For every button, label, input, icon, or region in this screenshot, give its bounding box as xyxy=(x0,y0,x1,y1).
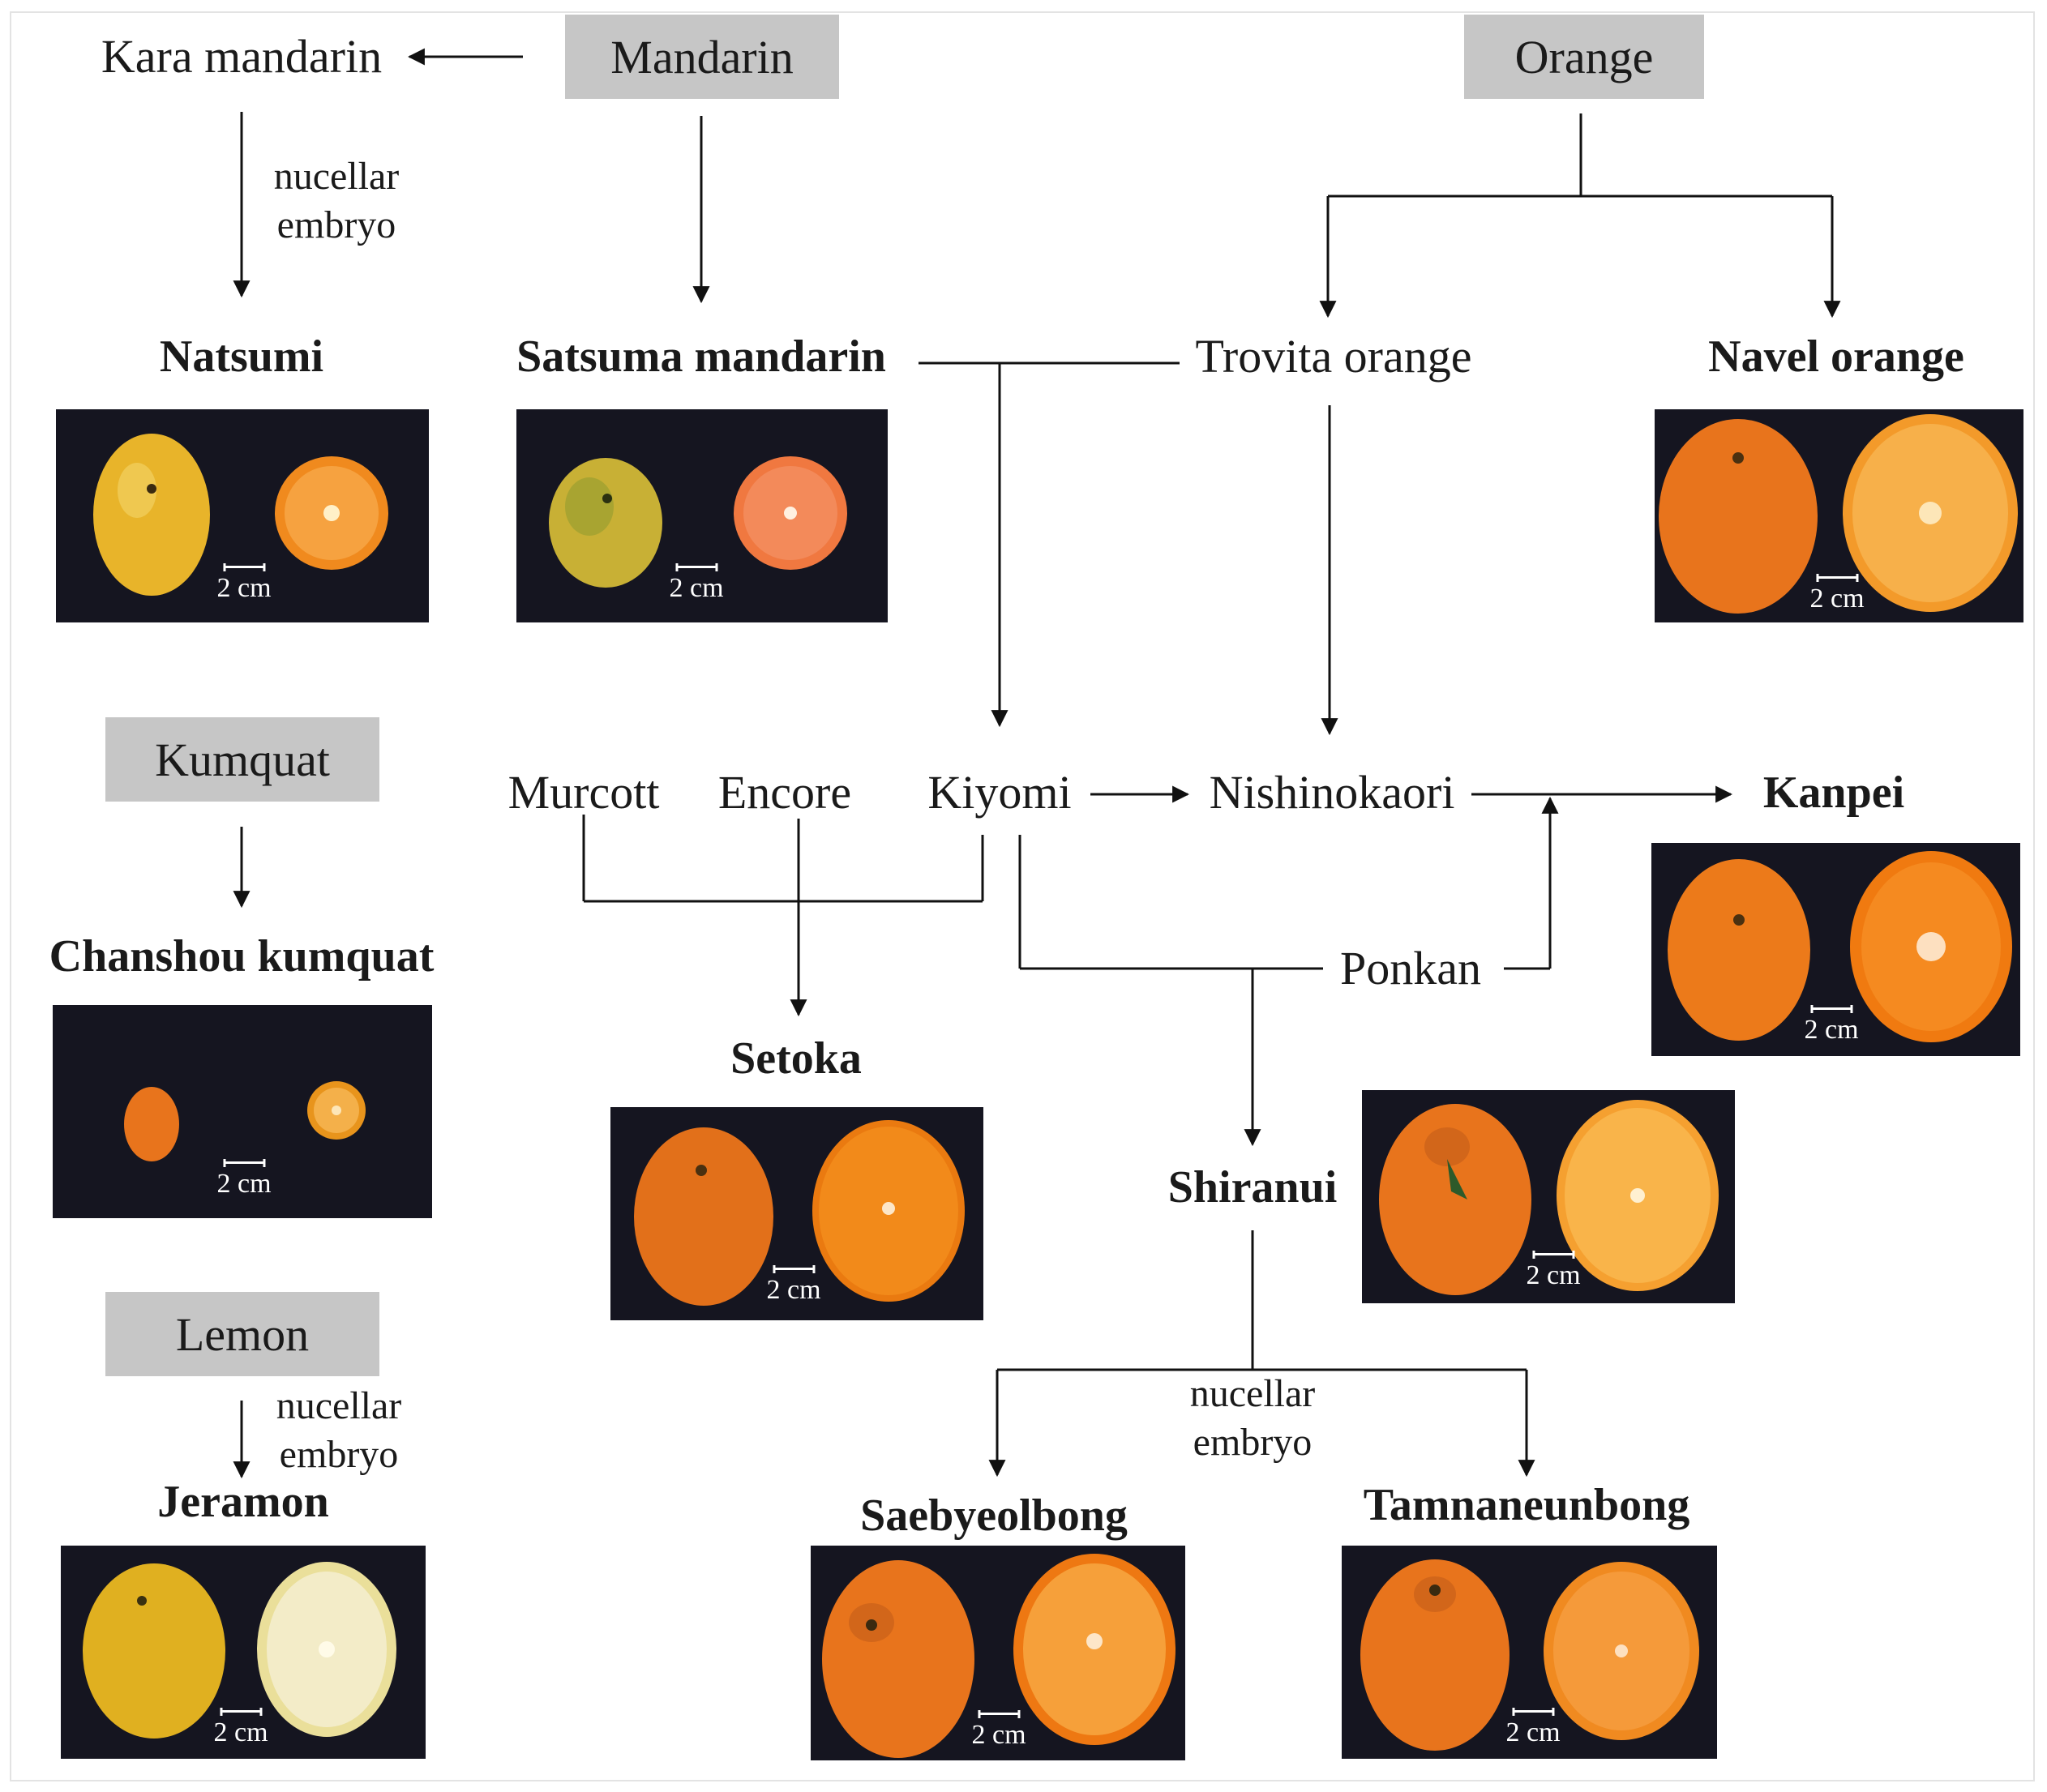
whole-fruit-kanpei xyxy=(1668,859,1810,1041)
whole-fruit-tamnaneunbong xyxy=(1360,1559,1510,1751)
parent-nishinokaori: Nishinokaori xyxy=(1209,766,1455,819)
scale-bar-satsuma: 2 cm xyxy=(669,563,724,602)
whole-fruit-shiranui xyxy=(1379,1104,1531,1295)
nucellar-embryo-label-natsumi: nucellar embryo xyxy=(273,155,400,246)
group-label-orange: Orange xyxy=(1514,30,1654,83)
scale-bar-natsumi: 2 cm xyxy=(216,563,272,602)
cultivar-jeramon: Jeramon xyxy=(157,1477,329,1527)
parent-kara-mandarin: Kara mandarin xyxy=(101,30,383,83)
scale-bar-tamnaneunbong: 2 cm xyxy=(1505,1708,1561,1747)
whole-fruit-jeramon xyxy=(83,1563,225,1739)
scale-bar-setoka: 2 cm xyxy=(766,1265,821,1304)
parent-ponkan: Ponkan xyxy=(1340,942,1481,994)
group-label-lemon: Lemon xyxy=(175,1307,310,1361)
parent-encore: Encore xyxy=(717,766,852,819)
cultivar-navel-orange: Navel orange xyxy=(1708,331,1964,382)
whole-fruit-kumquat xyxy=(124,1087,179,1161)
cultivar-saebyeolbong: Saebyeolbong xyxy=(860,1490,1128,1541)
scale-bar-kumquat: 2 cm xyxy=(216,1159,272,1198)
scale-bar-navel: 2 cm xyxy=(1809,574,1865,613)
cultivar-setoka: Setoka xyxy=(730,1033,862,1084)
photo-satsuma-mandarin: 2 cm xyxy=(516,409,888,622)
diagram-border xyxy=(10,11,2035,1781)
cultivar-tamnaneunbong: Tamnaneunbong xyxy=(1363,1480,1690,1530)
photo-shiranui: 2 cm xyxy=(1362,1090,1735,1303)
group-label-kumquat: Kumquat xyxy=(155,733,330,786)
parent-trovita-orange: Trovita orange xyxy=(1195,330,1472,383)
group-box-lemon: Lemon xyxy=(105,1292,379,1376)
nucellar-embryo-label-shiranui: nucellar embryo xyxy=(1189,1372,1316,1464)
group-box-orange: Orange xyxy=(1464,15,1704,99)
photo-jeramon: 2 cm xyxy=(61,1546,426,1759)
photo-saebyeolbong: 2 cm xyxy=(811,1546,1185,1760)
photo-natsumi: 2 cm xyxy=(56,409,429,622)
cultivar-shiranui: Shiranui xyxy=(1167,1162,1338,1212)
group-box-mandarin: Mandarin xyxy=(565,15,839,99)
nucellar-embryo-label-jeramon: nucellar embryo xyxy=(276,1384,402,1476)
photo-kanpei: 2 cm xyxy=(1651,843,2020,1056)
photo-setoka: 2 cm xyxy=(610,1107,983,1320)
photo-tamnaneunbong: 2 cm xyxy=(1342,1546,1717,1759)
photo-chanshou-kumquat: 2 cm xyxy=(53,1005,432,1218)
group-box-kumquat: Kumquat xyxy=(105,717,379,802)
whole-fruit-saebyeolbong xyxy=(822,1560,974,1758)
parent-kiyomi: Kiyomi xyxy=(927,766,1072,819)
photo-navel-orange: 2 cm xyxy=(1655,409,2023,622)
cultivar-natsumi: Natsumi xyxy=(159,331,324,382)
scale-bar-jeramon: 2 cm xyxy=(213,1708,268,1747)
whole-fruit-setoka xyxy=(634,1127,773,1306)
whole-fruit-natsumi xyxy=(93,434,210,596)
cultivar-kanpei: Kanpei xyxy=(1762,768,1905,818)
parent-murcott: Murcott xyxy=(507,766,660,819)
whole-fruit-navel xyxy=(1659,419,1818,614)
scale-bar-kanpei: 2 cm xyxy=(1804,1005,1859,1044)
cultivar-satsuma-mandarin: Satsuma mandarin xyxy=(516,331,886,382)
scale-bar-saebyeolbong: 2 cm xyxy=(971,1710,1026,1749)
group-label-mandarin: Mandarin xyxy=(610,30,794,83)
cultivar-chanshou-kumquat: Chanshou kumquat xyxy=(49,931,435,982)
scale-bar-shiranui: 2 cm xyxy=(1526,1251,1581,1289)
